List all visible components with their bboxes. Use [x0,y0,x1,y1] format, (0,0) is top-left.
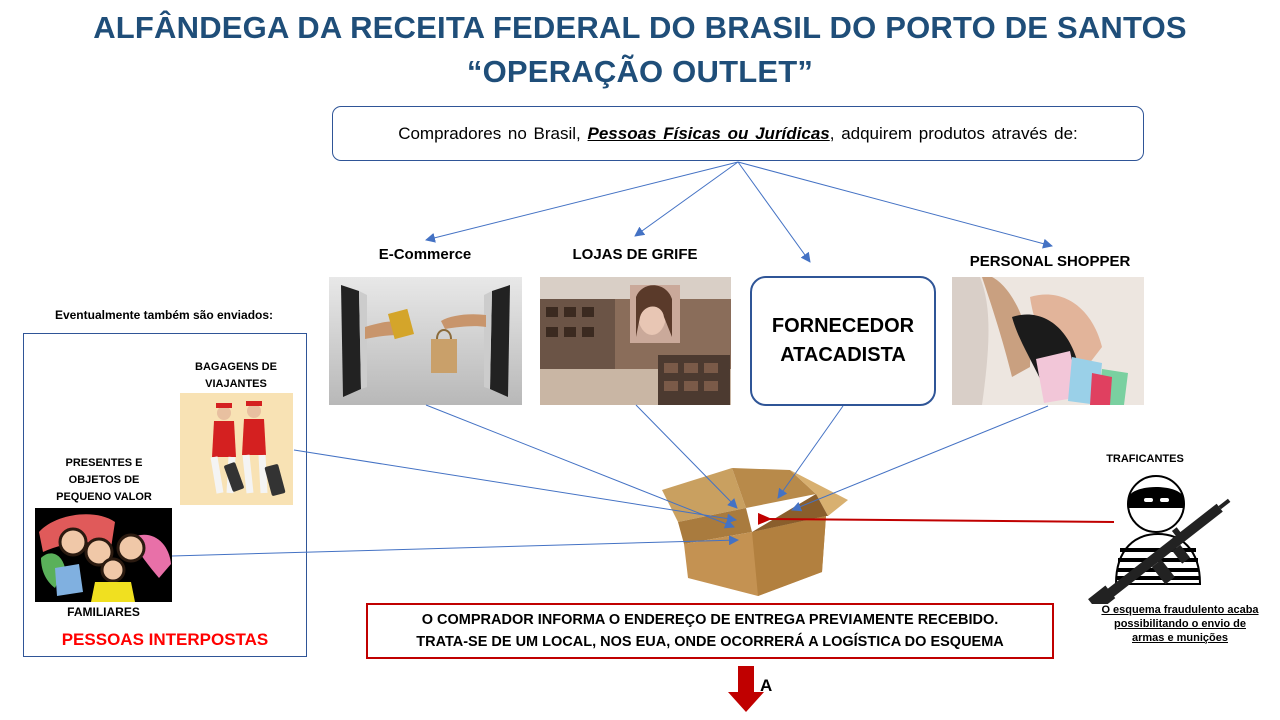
intro-text-after: , adquirem produtos através de: [829,123,1078,143]
pessoas-interpostas-label: PESSOAS INTERPOSTAS [61,630,269,649]
shopper-illustration [952,277,1144,405]
bagagens-line2: VIAJANTES [205,378,267,390]
ecommerce-illustration [329,277,522,405]
presentes-line3: PEQUENO VALOR [56,491,152,503]
traficantes-caption-line2: possibilitando o envio de [1113,618,1246,630]
intro-text-before: Compradores no Brasil, [398,123,581,143]
page-subtitle: “OPERAÇÃO OUTLET” [466,54,814,89]
arrow-traficantes-to-box [757,512,1115,525]
ecommerce-image [329,277,522,405]
down-arrow-icon[interactable] [728,666,764,714]
arrow-to-ecommerce [425,161,739,243]
traficantes-label: TRAFICANTES [1106,453,1184,465]
traficantes-caption-line1: O esquema fraudulento acaba [1101,604,1259,616]
bagagens-image [180,393,293,505]
lojas-label: LOJAS DE GRIFE [572,246,698,263]
footer-line2: TRATA-SE DE UM LOCAL, NOS EUA, ONDE OCOR… [416,634,1004,650]
bagagens-label: BAGAGENS DE VIAJANTES [176,359,296,393]
presentes-label: PRESENTES E OBJETOS DE PEQUENO VALOR [40,455,168,506]
travelers-illustration [180,393,293,505]
traficantes-caption-line3: armas e munições [1132,632,1228,644]
ecommerce-label: E-Commerce [378,246,472,263]
arrow-ecommerce-to-box [425,404,735,529]
store-illustration [540,277,731,405]
arrow-to-personal [737,161,1053,249]
intro-emphasis: Pessoas Físicas ou Jurídicas [587,123,830,143]
family-illustration [35,508,172,602]
left-panel-box [23,333,307,657]
arrow-lojas-to-box [635,404,738,509]
page-title: ALFÂNDEGA DA RECEITA FEDERAL DO BRASIL D… [93,10,1187,45]
footer-note-box: O COMPRADOR INFORMA O ENDEREÇO DE ENTREG… [366,603,1054,659]
presentes-line2: OBJETOS DE [68,474,140,486]
traficantes-caption: O esquema fraudulento acaba possibilitan… [1082,603,1278,645]
arrow-fornecedor-to-box [777,405,844,499]
footer-line1: O COMPRADOR INFORMA O ENDEREÇO DE ENTREG… [421,612,999,628]
fornecedor-atacadista-box: FORNECEDOR ATACADISTA [750,276,936,406]
fornecedor-line1: FORNECEDOR [771,315,915,337]
personal-shopper-image [952,277,1144,405]
lojas-image [540,277,731,405]
presentes-line1: PRESENTES E [65,457,143,469]
next-page-label: A [760,676,773,695]
buyers-box: Compradores no Brasil, Pessoas Físicas o… [332,106,1144,161]
familiares-label: FAMILIARES [67,605,140,619]
arrow-to-lojas [634,161,739,237]
left-panel-heading: Eventualmente também são enviados: [54,308,274,322]
bagagens-line1: BAGAGENS DE [195,361,277,373]
armed-trafficker-icon [1088,475,1231,604]
arrow-personal-to-box [791,405,1049,512]
familiares-image [35,508,172,602]
fornecedor-line2: ATACADISTA [780,344,906,366]
arrow-to-fornecedor [737,161,811,263]
personal-shopper-label: PERSONAL SHOPPER [969,253,1131,270]
arrow-bagagens-to-box [293,449,737,524]
arrow-familiares-to-box [171,535,739,557]
